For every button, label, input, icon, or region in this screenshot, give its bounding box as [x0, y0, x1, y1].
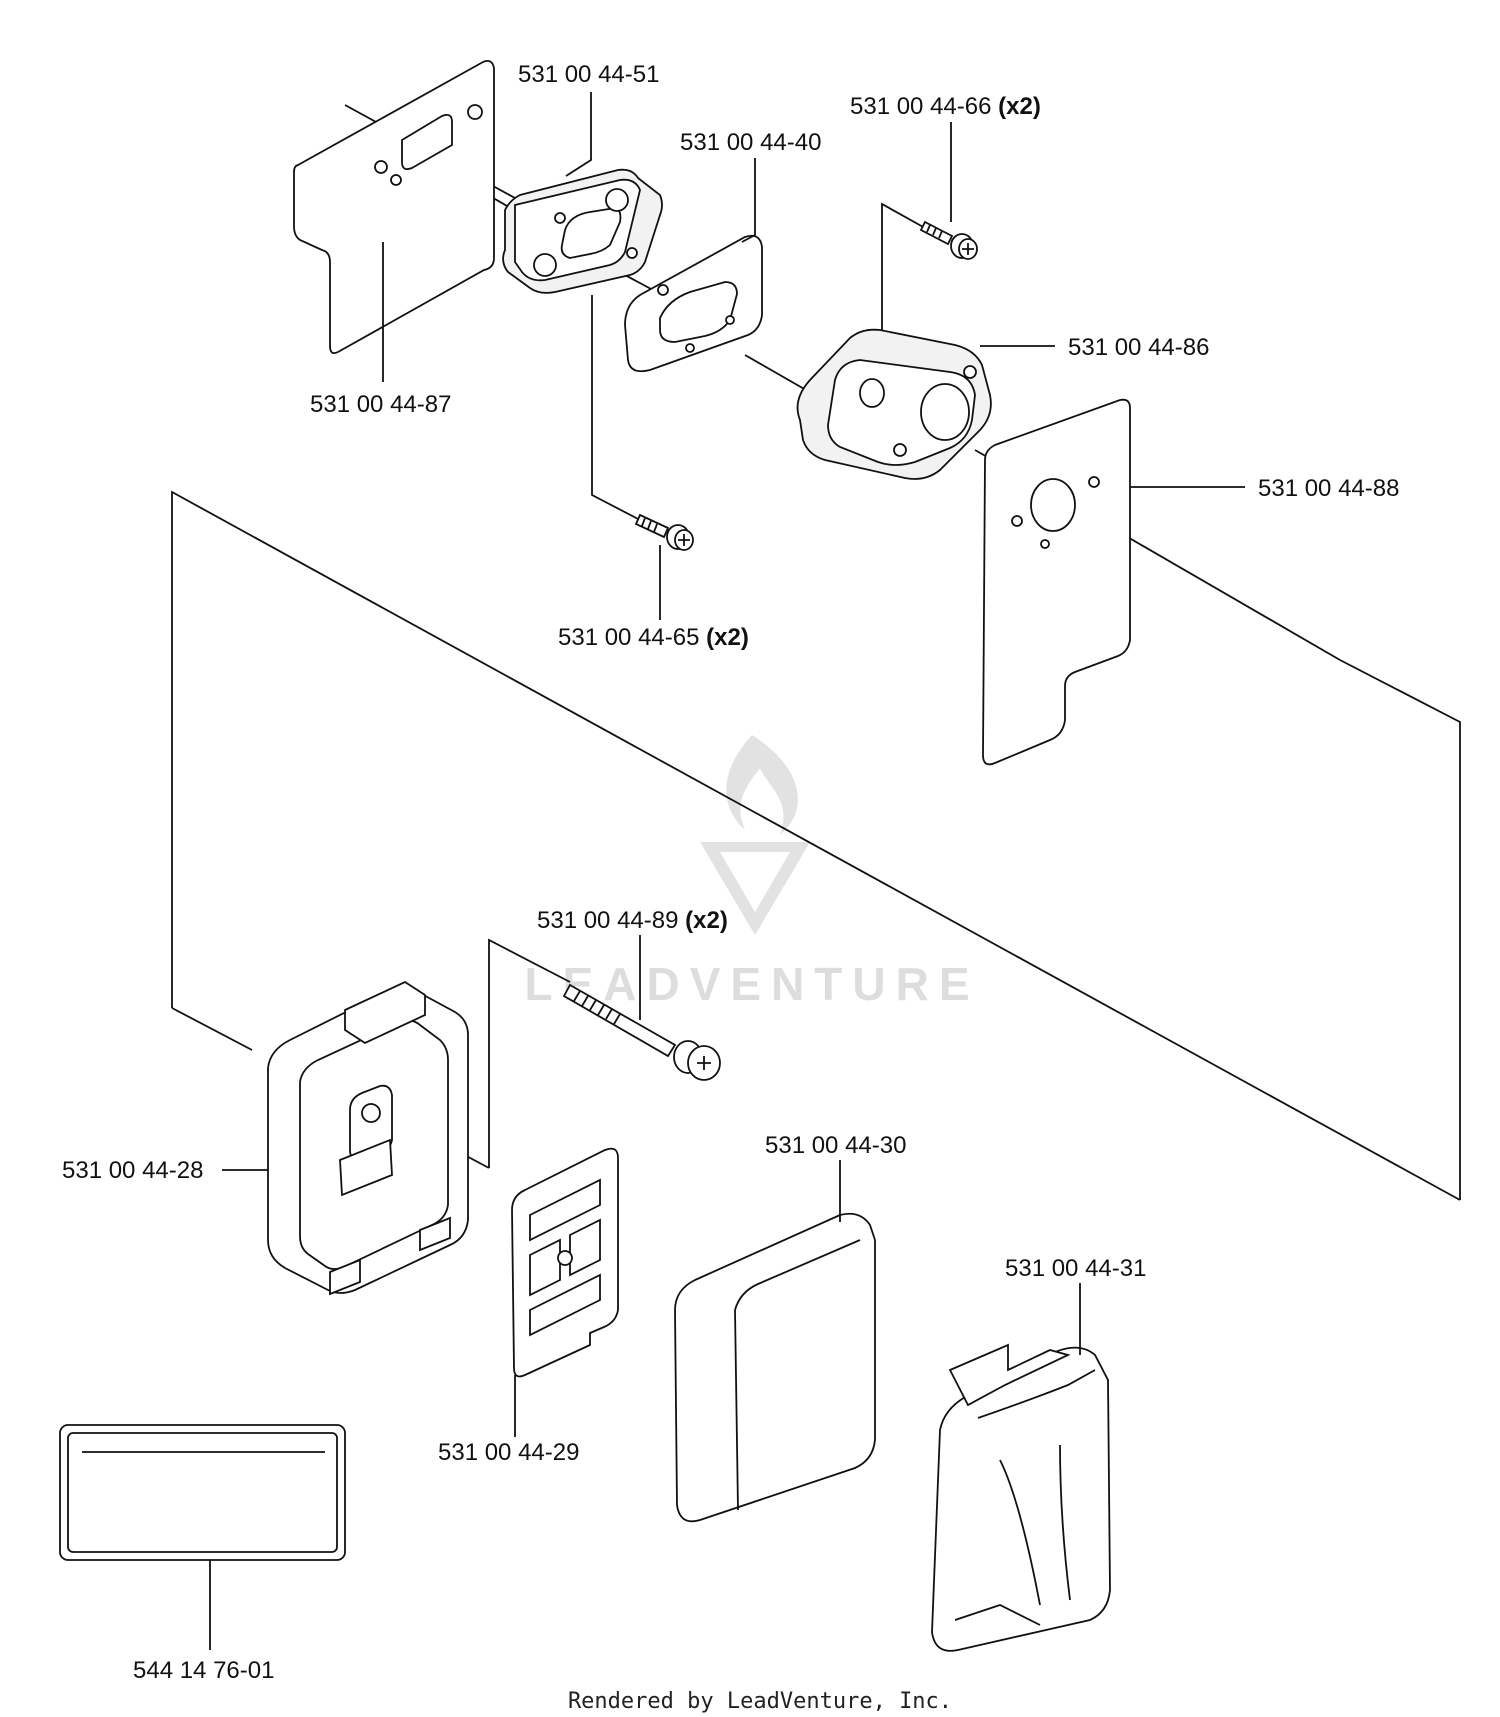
quantity-badge: (x2) [706, 624, 749, 651]
part-label-531-00-44-40: 531 00 44-40 [680, 129, 821, 156]
decal-label-544-14-76-01 [59, 1424, 346, 1561]
part-label-531-00-44-28: 531 00 44-28 [62, 1157, 203, 1184]
leadventure-watermark: LEADVENTURE [524, 735, 970, 1010]
gasket-44-40 [624, 234, 763, 373]
part-label-531-00-44-87: 531 00 44-87 [310, 391, 451, 418]
v-logo-icon [700, 842, 810, 935]
screw-44-66 [919, 220, 978, 260]
long-screw-44-89 [562, 983, 721, 1081]
quantity-badge: (x2) [998, 93, 1041, 120]
filter-housing-44-28 [267, 980, 469, 1296]
part-label-531-00-44-51: 531 00 44-51 [518, 61, 659, 88]
leader-lines [209, 92, 1245, 1650]
part-label-531-00-44-88: 531 00 44-88 [1258, 475, 1399, 502]
part-label-531-00-44-86: 531 00 44-86 [1068, 334, 1209, 361]
part-label-531-00-44-29: 531 00 44-29 [438, 1439, 579, 1466]
part-label-544-14-76-01: 544 14 76-01 [133, 1657, 274, 1684]
flame-logo-icon [726, 735, 798, 835]
gasket-44-88 [982, 398, 1131, 766]
part-labels: 531 00 44-51 531 00 44-66 (x2) 531 00 44… [62, 61, 1399, 1684]
part-label-531-00-44-65: 531 00 44-65 (x2) [558, 624, 749, 651]
part-label-531-00-44-89: 531 00 44-89 (x2) [537, 907, 728, 934]
part-label-531-00-44-66: 531 00 44-66 (x2) [850, 93, 1041, 120]
insulator-block-44-51 [502, 168, 663, 294]
quantity-badge: (x2) [685, 907, 728, 934]
foam-filter-44-30 [674, 1212, 876, 1523]
part-label-531-00-44-31: 531 00 44-31 [1005, 1255, 1146, 1282]
filter-cover-44-31 [931, 1343, 1111, 1652]
filter-screen-44-29 [511, 1147, 619, 1378]
part-label-531-00-44-30: 531 00 44-30 [765, 1132, 906, 1159]
spacer-block-44-86 [796, 328, 992, 480]
gasket-44-87 [293, 59, 495, 355]
screw-44-65 [634, 513, 694, 551]
footer-credit: Rendered by LeadVenture, Inc. [568, 1689, 952, 1714]
